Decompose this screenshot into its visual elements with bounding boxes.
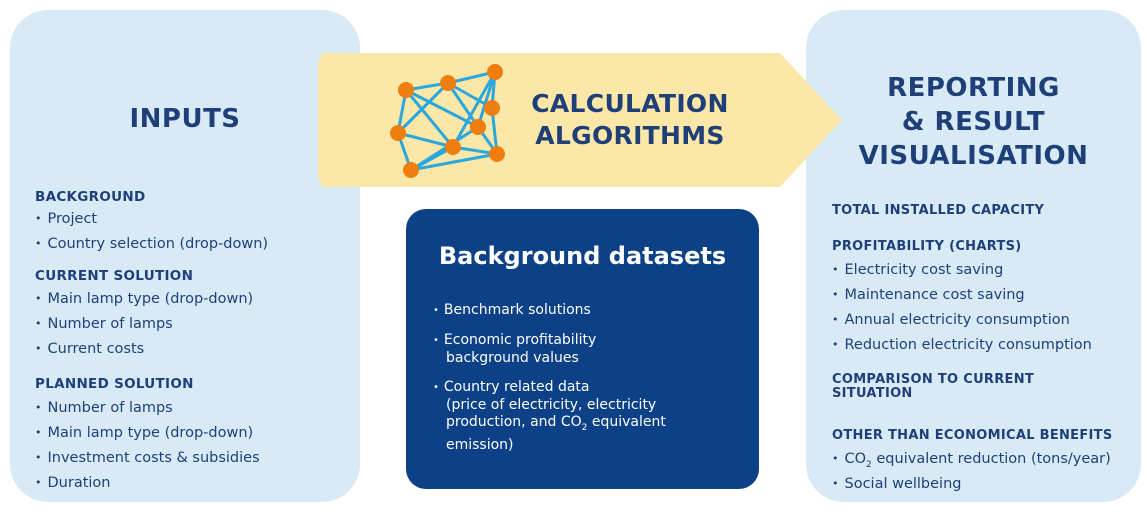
- section-heading-comparison: COMPARISON TO CURRENT SITUATION: [832, 373, 1034, 401]
- list-item: Project: [35, 211, 98, 227]
- list-item: Social wellbeing: [832, 476, 962, 492]
- network-node: [445, 139, 461, 155]
- dataset-item-text-cont: production, and CO2 equivalent: [433, 414, 666, 437]
- section-heading-total-installed-capacity: TOTAL INSTALLED CAPACITY: [832, 203, 1045, 218]
- reporting-title-line3: VISUALISATION: [858, 141, 1089, 171]
- inputs-panel: INPUTS BACKGROUND Project Country select…: [10, 10, 360, 502]
- calc-title-line2: ALGORITHMS: [535, 121, 725, 150]
- datasets-title: Background datasets: [438, 242, 727, 270]
- dataset-item-text-cont: emission): [446, 436, 514, 453]
- network-edge: [446, 82, 480, 128]
- equivalent-text: equivalent: [587, 414, 666, 430]
- calc-title-line1: CALCULATION: [531, 89, 729, 118]
- dataset-item-text: Country related data: [443, 379, 590, 395]
- list-item: Reduction electricity consumption: [832, 337, 1092, 353]
- reporting-panel: REPORTING & RESULT VISUALISATION TOTAL I…: [806, 10, 1141, 502]
- network-edge: [410, 152, 498, 172]
- reporting-title: REPORTING & RESULT VISUALISATION: [806, 71, 1141, 173]
- network-edge: [396, 81, 450, 135]
- dataset-item: •Benchmark solutions: [433, 302, 591, 318]
- list-item: Investment costs & subsidies: [35, 450, 260, 466]
- co2-subscript: 2: [581, 422, 588, 433]
- section-heading-planned-solution: PLANNED SOLUTION: [35, 376, 194, 392]
- comparison-heading-line2: SITUATION: [832, 386, 913, 401]
- list-item: Duration: [35, 475, 111, 491]
- list-item: Number of lamps: [35, 400, 173, 416]
- network-node: [470, 119, 486, 135]
- network-node: [487, 64, 503, 80]
- network-node: [484, 100, 500, 116]
- section-heading-background: BACKGROUND: [35, 189, 146, 205]
- co2-subscript: 2: [866, 459, 872, 470]
- dataset-item-text: Economic profitability: [443, 332, 597, 348]
- network-edge: [410, 125, 479, 172]
- comparison-heading-line1: COMPARISON TO CURRENT: [832, 372, 1035, 387]
- calculation-title: CALCULATION ALGORITHMS: [510, 88, 750, 152]
- list-item: Number of lamps: [35, 316, 173, 332]
- list-item: Current costs: [35, 341, 145, 357]
- dataset-item-text-cont: background values: [446, 350, 579, 366]
- network-edge: [451, 71, 497, 148]
- network-node: [403, 162, 419, 178]
- co2-text: production, and CO: [446, 414, 582, 430]
- list-item-co2-reduction: CO2 equivalent reduction (tons/year): [832, 451, 1111, 470]
- network-graph-icon: [390, 64, 505, 178]
- inputs-title: INPUTS: [129, 104, 241, 134]
- network-node: [398, 82, 414, 98]
- network-edge: [397, 131, 454, 149]
- list-item: Maintenance cost saving: [832, 287, 1025, 303]
- list-item: Main lamp type (drop-down): [35, 291, 254, 307]
- network-edge: [404, 89, 455, 148]
- network-node: [390, 125, 406, 141]
- list-item: Main lamp type (drop-down): [35, 425, 254, 441]
- network-edge: [447, 70, 496, 85]
- co2-text: CO: [844, 451, 867, 467]
- list-item: Annual electricity consumption: [832, 312, 1070, 328]
- co2-reduction-text: equivalent reduction (tons/year): [871, 451, 1111, 467]
- dataset-item-text-cont: (price of electricity, electricity: [446, 397, 657, 413]
- list-item: Country selection (drop-down): [35, 236, 269, 252]
- background-datasets-box: Background datasets •Benchmark solutions…: [406, 209, 759, 489]
- network-edge: [476, 71, 497, 128]
- section-heading-current-solution: CURRENT SOLUTION: [35, 268, 194, 284]
- reporting-title-line2: & RESULT: [901, 107, 1046, 137]
- section-heading-other-benefits: OTHER THAN ECONOMICAL BENEFITS: [832, 428, 1113, 443]
- network-node: [440, 75, 456, 91]
- network-node: [489, 146, 505, 162]
- list-item: Electricity cost saving: [832, 262, 1004, 278]
- dataset-item: •Economic profitability background value…: [433, 332, 597, 366]
- reporting-title-line1: REPORTING: [887, 73, 1060, 103]
- dataset-item: •Country related data (price of electric…: [433, 379, 666, 453]
- dataset-item-text: Benchmark solutions: [443, 302, 591, 318]
- section-heading-profitability: PROFITABILITY (CHARTS): [832, 239, 1022, 254]
